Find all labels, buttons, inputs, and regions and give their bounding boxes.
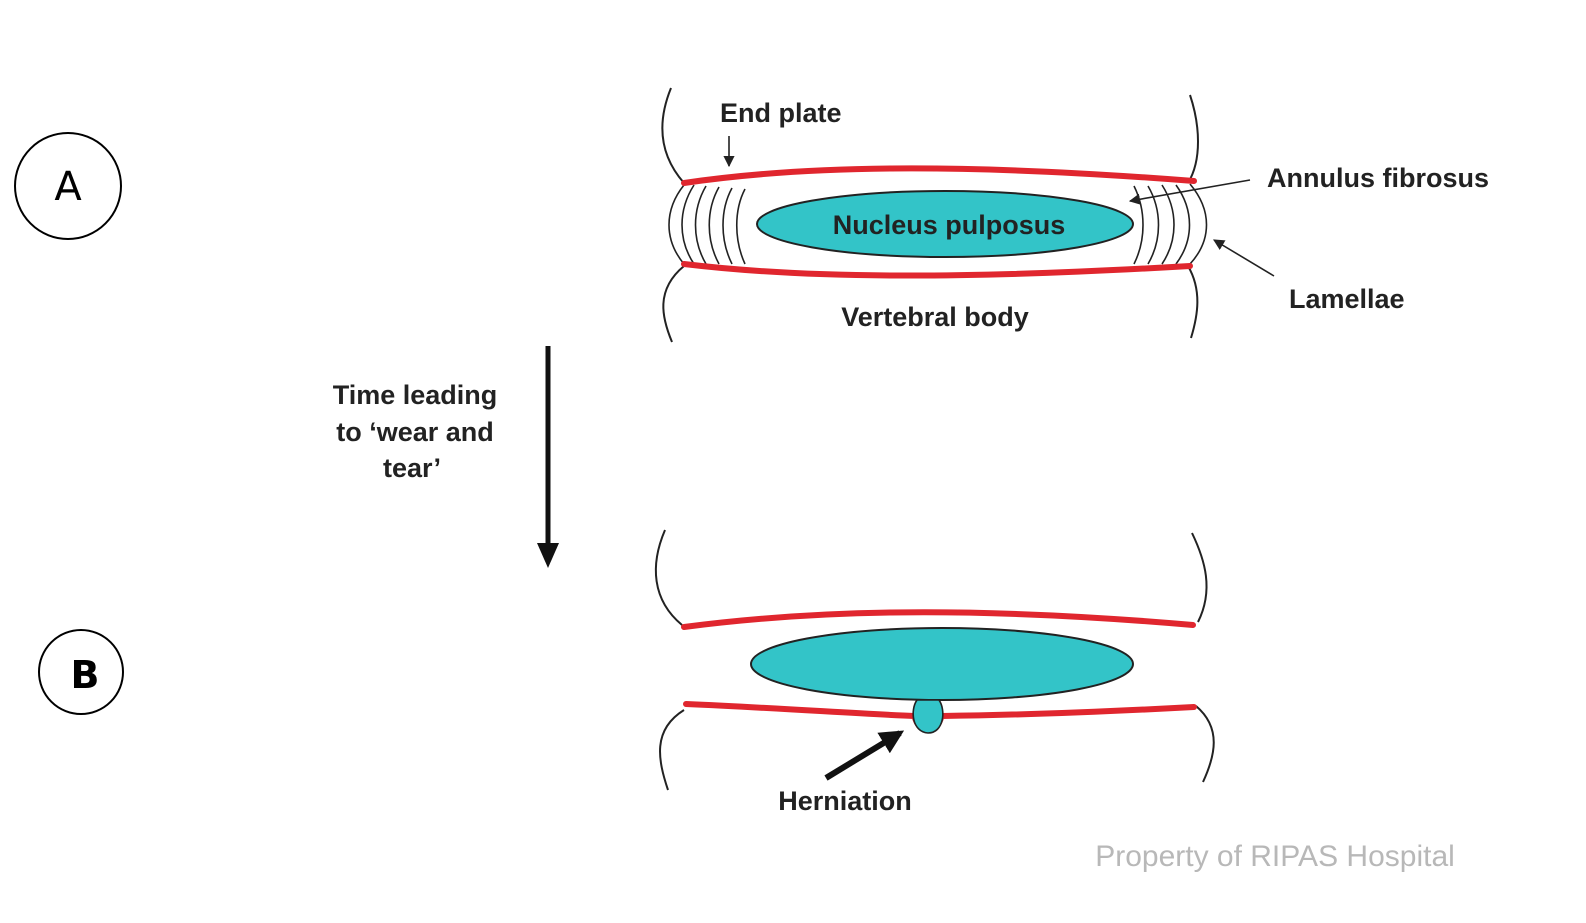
end-plate-b-upper: [681, 609, 1196, 630]
lamellae-right: [1133, 183, 1208, 265]
vertebra-b-lower-right-outline: [1195, 705, 1215, 783]
nucleus-pulposus-shape: [756, 190, 1134, 258]
panel-b-marker: B: [38, 629, 124, 715]
lamellae-left: [668, 184, 746, 265]
vertebra-b-lower-left-outline: [659, 709, 685, 791]
vertebra-upper-right-outline: [1187, 94, 1199, 184]
time-arrow-head: [537, 543, 559, 568]
vertebra-lower-right-outline: [1187, 265, 1199, 339]
end-plate-b-lower-left: [683, 701, 917, 719]
vertebra-b-upper-right-outline: [1191, 532, 1208, 623]
vertebra-lower-left-outline: [662, 265, 685, 343]
time-text-line2: to ‘wear and: [336, 417, 494, 447]
panel-a-healthy-disc: Nucleus pulposus End plate Annulus fibro…: [661, 87, 1489, 343]
watermark: Property of RIPAS Hospital: [1095, 840, 1455, 873]
herniation-arrow: [824, 730, 905, 781]
panel-a-marker-label: A: [54, 164, 82, 210]
end-plate-lower: [681, 261, 1193, 279]
lamellae-arrow: [1213, 239, 1275, 277]
vertebra-upper-left-outline: [661, 87, 685, 184]
annulus-fibrosus-label: Annulus fibrosus: [1267, 163, 1489, 193]
end-plate-label: End plate: [720, 98, 842, 128]
end-plate-b-lower-right: [939, 704, 1197, 719]
end-plate-upper: [681, 165, 1197, 186]
time-text-line1: Time leading: [333, 380, 498, 410]
panel-a-circle: [14, 132, 122, 240]
panel-b-circle: [38, 629, 124, 715]
herniation-bulge: [912, 699, 944, 734]
lamellae-label: Lamellae: [1289, 284, 1405, 314]
time-transition: Time leading to ‘wear and tear’: [333, 346, 559, 568]
vertebral-body-label: Vertebral body: [841, 302, 1029, 332]
nucleus-pulposus-label: Nucleus pulposus: [833, 210, 1066, 240]
annulus-fibrosus-arrow: [1128, 179, 1251, 205]
herniation-label: Herniation: [778, 786, 912, 816]
panel-b-herniated-disc: Herniation: [654, 529, 1215, 816]
time-text-line3: tear’: [383, 453, 441, 483]
panel-a-marker: A: [14, 132, 122, 240]
vertebra-b-upper-left-outline: [654, 529, 683, 626]
nucleus-b-shape: [750, 627, 1134, 701]
panel-b-marker-label: B: [71, 653, 100, 697]
